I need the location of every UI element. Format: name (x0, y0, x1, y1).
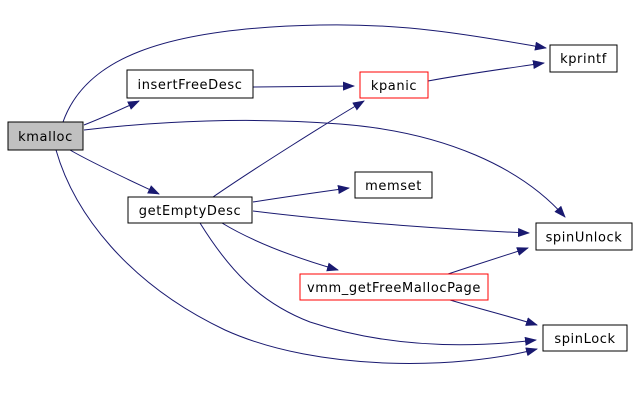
node-spinLock[interactable]: spinLock (542, 324, 628, 352)
node-kprintf-label: kprintf (560, 52, 607, 67)
edge-kmalloc-to-spinLock (55, 149, 538, 364)
node-memset-label: memset (365, 179, 422, 194)
edge-getEmptyDesc-to-memset (252, 185, 350, 203)
edge-getEmptyDesc-to-spinLock (199, 222, 537, 346)
edge-getEmptyDesc-to-vmm_getFreeMallocPage (221, 222, 339, 272)
edge-getEmptyDesc-to-kpanic (212, 100, 365, 198)
edge-layer (55, 24, 566, 364)
node-getEmptyDesc[interactable]: getEmptyDesc (127, 196, 253, 224)
edge-kmalloc-to-getEmptyDesc (69, 149, 160, 195)
node-spinUnlock[interactable]: spinUnlock (535, 222, 633, 251)
edge-kpanic-to-kprintf (427, 60, 545, 82)
node-insertFreeDesc-label: insertFreeDesc (138, 78, 243, 93)
node-kmalloc-label: kmalloc (18, 130, 73, 145)
node-kpanic-label: kpanic (371, 79, 417, 94)
edge-kmalloc-to-kprintf (62, 24, 547, 123)
edge-insertFreeDesc-to-kpanic (252, 81, 355, 91)
node-vmm_getFreeMallocPage-label: vmm_getFreeMallocPage (307, 281, 481, 296)
node-vmm_getFreeMallocPage[interactable]: vmm_getFreeMallocPage (299, 273, 489, 301)
edge-kmalloc-to-spinUnlock (83, 119, 566, 218)
edge-vmm_getFreeMallocPage-to-spinUnlock (447, 247, 529, 275)
node-memset[interactable]: memset (354, 171, 433, 199)
node-kpanic[interactable]: kpanic (359, 71, 429, 99)
node-kmalloc[interactable]: kmalloc (7, 121, 84, 151)
edge-kmalloc-to-insertFreeDesc (83, 100, 140, 126)
node-kprintf[interactable]: kprintf (549, 44, 618, 73)
node-getEmptyDesc-label: getEmptyDesc (139, 204, 241, 219)
node-insertFreeDesc[interactable]: insertFreeDesc (126, 69, 254, 99)
node-spinLock-label: spinLock (554, 332, 615, 347)
node-spinUnlock-label: spinUnlock (546, 231, 623, 246)
edge-getEmptyDesc-to-spinUnlock (252, 210, 530, 238)
edge-vmm_getFreeMallocPage-to-spinLock (449, 299, 538, 326)
node-layer: kmalloc insertFreeDesc kpanic kprintf me… (7, 44, 633, 352)
